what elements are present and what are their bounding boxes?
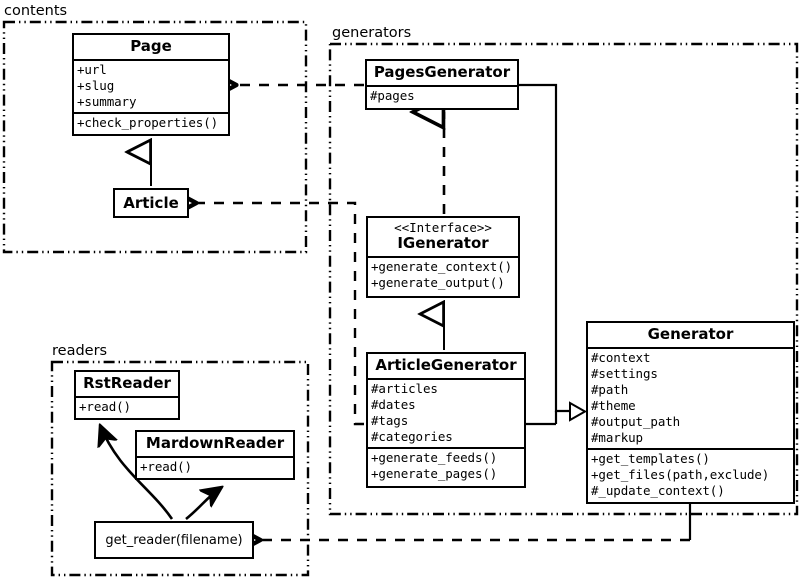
attribute-row: +url bbox=[77, 61, 107, 77]
divider bbox=[588, 447, 793, 450]
divider bbox=[368, 255, 518, 258]
package-frame-contents bbox=[2, 20, 308, 254]
class-box-article[interactable]: Article bbox=[113, 188, 189, 218]
operations-compartment-articlegenerator: +generate_feeds() +generate_pages() bbox=[368, 449, 524, 484]
operations-compartment-mardownreader: +read() bbox=[137, 458, 293, 477]
function-box-get-reader[interactable]: get_reader(filename) bbox=[94, 521, 254, 559]
attributes-compartment-page: +url +slug +summary bbox=[74, 61, 228, 112]
operation-row: #_update_context() bbox=[591, 482, 725, 498]
operation-row: +read() bbox=[140, 458, 192, 474]
relationship-getreader-to-rstreader bbox=[100, 425, 174, 520]
operations-compartment-page: +check_properties() bbox=[74, 114, 228, 133]
operations-compartment-rstreader: +read() bbox=[76, 398, 178, 417]
operations-compartment-igenerator: +generate_context() +generate_output() bbox=[368, 258, 518, 293]
attribute-row: #tags bbox=[371, 412, 409, 428]
class-name-mardownreader: MardownReader bbox=[145, 434, 285, 452]
stereotype-label-interface: <<Interface>> bbox=[394, 220, 492, 235]
operation-row: +generate_output() bbox=[371, 274, 505, 290]
divider bbox=[588, 346, 793, 349]
divider bbox=[368, 446, 524, 449]
class-box-pagesgenerator[interactable]: PagesGenerator #pages bbox=[365, 59, 519, 110]
relationship-articlegenerator-to-article bbox=[196, 203, 364, 426]
function-label-get-reader: get_reader(filename) bbox=[105, 532, 243, 548]
package-label-contents: contents bbox=[4, 3, 68, 19]
relationship-articlegenerator-to-generator bbox=[526, 411, 558, 426]
class-header-igenerator: <<Interface>> IGenerator bbox=[368, 218, 518, 256]
class-name-pagesgenerator: PagesGenerator bbox=[373, 63, 511, 81]
class-box-mardownreader[interactable]: MardownReader +read() bbox=[135, 430, 295, 480]
operations-compartment-generator: +get_templates() +get_files(path,exclude… bbox=[588, 450, 793, 501]
divider bbox=[137, 455, 293, 458]
class-box-rstreader[interactable]: RstReader +read() bbox=[74, 370, 180, 420]
class-box-articlegenerator[interactable]: ArticleGenerator #articles #dates #tags … bbox=[366, 352, 526, 488]
class-name-igenerator: IGenerator bbox=[397, 234, 489, 252]
class-name-article: Article bbox=[123, 193, 179, 212]
divider bbox=[74, 111, 228, 114]
divider bbox=[74, 58, 228, 61]
attribute-row: #context bbox=[591, 349, 651, 365]
operation-row: +generate_feeds() bbox=[371, 449, 498, 465]
attribute-row: #theme bbox=[591, 397, 636, 413]
operation-row: +read() bbox=[79, 398, 131, 414]
relationship-getreader-to-mardownreader bbox=[185, 487, 222, 521]
class-box-generator[interactable]: Generator #context #settings #path #them… bbox=[586, 321, 795, 504]
class-name-generator: Generator bbox=[647, 325, 734, 343]
attribute-row: #output_path bbox=[591, 413, 681, 429]
divider bbox=[368, 377, 524, 380]
relationship-pagesgenerator-to-generator bbox=[519, 83, 570, 413]
class-name-rstreader: RstReader bbox=[83, 374, 171, 392]
package-label-generators: generators bbox=[332, 25, 412, 41]
attributes-compartment-pagesgenerator: #pages bbox=[367, 87, 517, 106]
operation-row: +check_properties() bbox=[77, 114, 219, 130]
attributes-compartment-articlegenerator: #articles #dates #tags #categories bbox=[368, 380, 524, 447]
attribute-row: #markup bbox=[591, 429, 643, 445]
relationship-generator-to-getreader bbox=[260, 504, 692, 540]
class-name-page: Page bbox=[130, 37, 172, 55]
attributes-compartment-generator: #context #settings #path #theme #output_… bbox=[588, 349, 793, 448]
operation-row: +generate_context() bbox=[371, 258, 513, 274]
package-frame-generators bbox=[328, 42, 799, 516]
package-frame-readers bbox=[50, 360, 310, 577]
attribute-row: #pages bbox=[370, 87, 415, 103]
attribute-row: #categories bbox=[371, 428, 453, 444]
generator-inheritance-arrowhead bbox=[569, 401, 588, 422]
class-name-articlegenerator: ArticleGenerator bbox=[375, 356, 517, 374]
attribute-row: #settings bbox=[591, 365, 658, 381]
divider bbox=[367, 84, 517, 87]
operation-row: +get_files(path,exclude) bbox=[591, 466, 770, 482]
attribute-row: #path bbox=[591, 381, 629, 397]
attribute-row: #dates bbox=[371, 396, 416, 412]
attribute-row: +summary bbox=[77, 93, 137, 109]
package-label-readers: readers bbox=[52, 343, 108, 359]
class-box-page[interactable]: Page +url +slug +summary +check_properti… bbox=[72, 33, 230, 136]
operation-row: +get_templates() bbox=[591, 450, 710, 466]
class-box-igenerator[interactable]: <<Interface>> IGenerator +generate_conte… bbox=[366, 216, 520, 298]
attribute-row: #articles bbox=[371, 380, 438, 396]
divider bbox=[76, 395, 178, 398]
operation-row: +generate_pages() bbox=[371, 465, 498, 481]
attribute-row: +slug bbox=[77, 77, 115, 93]
